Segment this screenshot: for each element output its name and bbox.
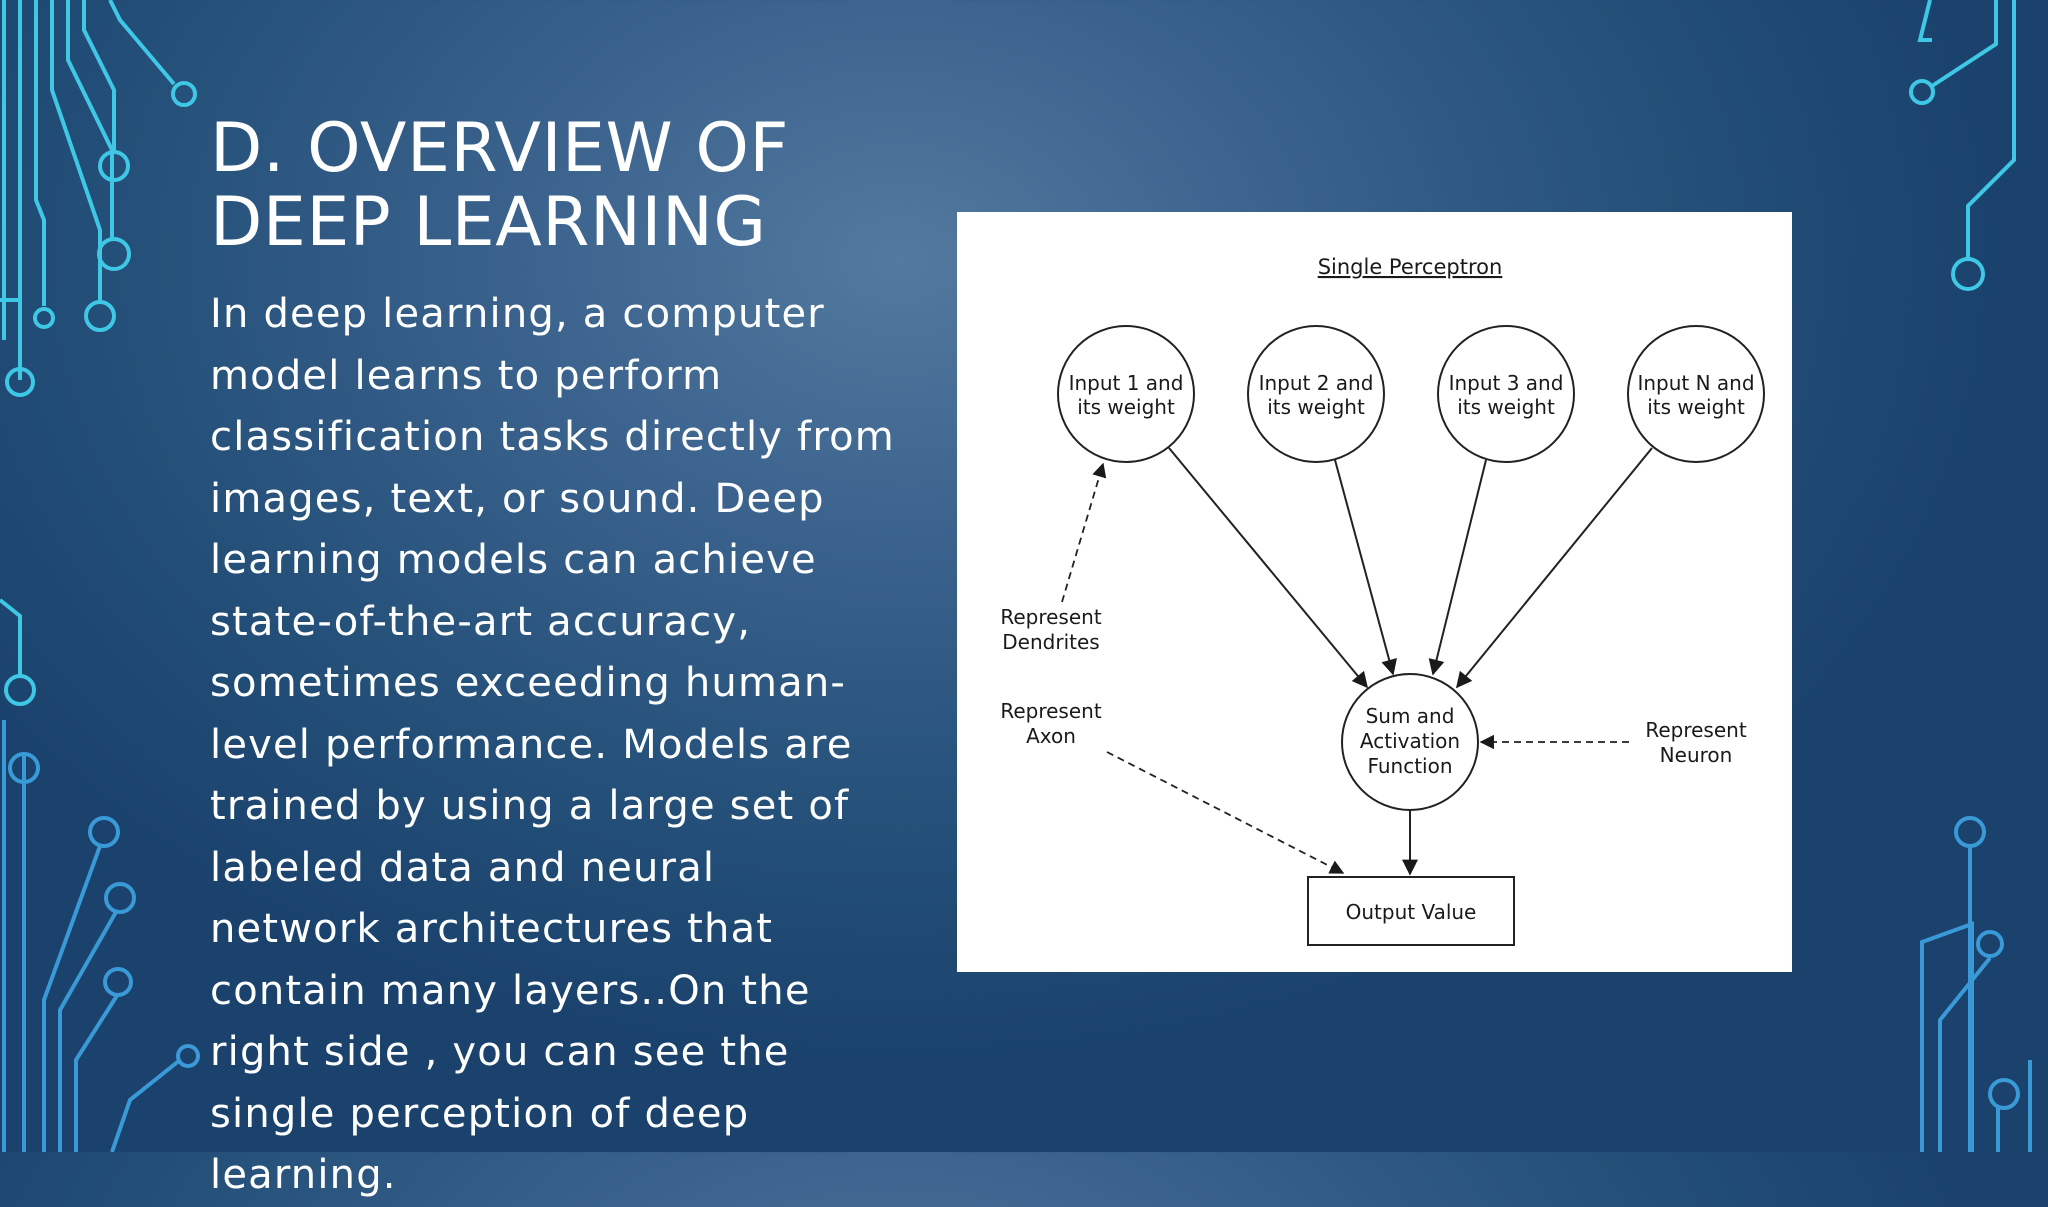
input-2-line-2: its weight: [1267, 395, 1365, 419]
neuron-annotation-line-2: Neuron: [1660, 743, 1733, 767]
neuron-line-2: Activation: [1360, 729, 1460, 753]
input-node-1: Input 1 and its weight: [1057, 325, 1195, 463]
input-n-line-1: Input N and: [1637, 371, 1754, 395]
input-node-n: Input N and its weight: [1627, 325, 1765, 463]
axon-line-2: Axon: [1026, 724, 1076, 748]
input-n-line-2: its weight: [1647, 395, 1745, 419]
input-3-line-2: its weight: [1457, 395, 1555, 419]
input-2-line-1: Input 2 and: [1259, 371, 1374, 395]
output-box: Output Value: [1307, 876, 1515, 946]
input-node-2: Input 2 and its weight: [1247, 325, 1385, 463]
dendrites-line-2: Dendrites: [1002, 630, 1099, 654]
arrow-input-1-to-neuron: [1168, 447, 1369, 689]
diagram-title: Single Perceptron: [1318, 255, 1503, 279]
annotation-axon: Represent Axon: [1000, 699, 1345, 874]
perceptron-svg: Single Perceptron Input 1 and its weight…: [1000, 255, 1765, 946]
input-3-line-1: Input 3 and: [1449, 371, 1564, 395]
neuron-annotation-line-1: Represent: [1645, 718, 1746, 742]
input-1-line-1: Input 1 and: [1069, 371, 1184, 395]
neuron-line-3: Function: [1367, 754, 1452, 778]
arrow-input-3-to-neuron: [1428, 459, 1487, 676]
annotation-neuron: Represent Neuron: [1479, 718, 1747, 767]
arrow-input-n-to-neuron: [1455, 447, 1653, 689]
input-1-line-2: its weight: [1077, 395, 1175, 419]
arrow-input-2-to-neuron: [1334, 459, 1397, 676]
perceptron-diagram: Single Perceptron Input 1 and its weight…: [957, 212, 1792, 972]
annotation-dendrites: Represent Dendrites: [1000, 462, 1107, 654]
output-label: Output Value: [1346, 900, 1477, 924]
body-paragraph: In deep learning, a computer model learn…: [210, 291, 895, 1198]
dendrites-line-1: Represent: [1000, 605, 1101, 629]
neuron-node: Sum and Activation Function: [1341, 673, 1479, 811]
axon-line-1: Represent: [1000, 699, 1101, 723]
input-node-3: Input 3 and its weight: [1437, 325, 1575, 463]
page-title: D. OVERVIEW OF DEEP LEARNING: [210, 112, 970, 260]
circuit-decoration: [0, 0, 2032, 1152]
neuron-line-1: Sum and: [1366, 704, 1455, 728]
title-line-2: DEEP LEARNING: [210, 183, 767, 262]
title-line-1: D. OVERVIEW OF: [210, 109, 789, 188]
